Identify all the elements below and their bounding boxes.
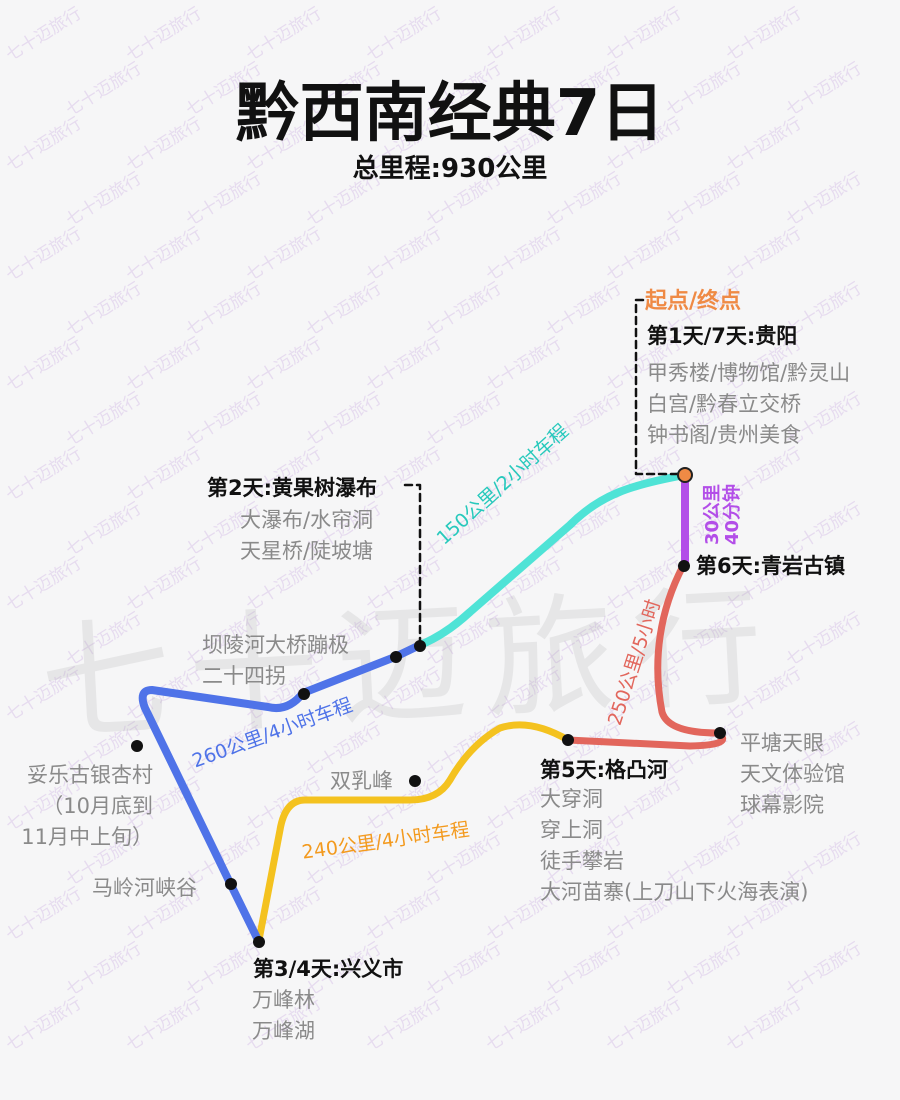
poi: 万峰湖: [252, 1019, 315, 1043]
stop-shuangrufeng-pois: 双乳峰: [330, 769, 393, 793]
route-purple-label: 30公里 40分钟: [702, 483, 743, 545]
route-purple-time: 40分钟: [722, 483, 743, 545]
leader-huangguoshu: [403, 483, 422, 647]
stop-getuhe-day: 第5天:格凸河: [540, 758, 669, 782]
stop-dot-getuhe: [562, 734, 574, 746]
stop-dot-pingtang: [714, 727, 726, 739]
stop-dot-qingyan: [678, 560, 690, 572]
stop-dot-tuolegu: [131, 740, 143, 752]
start-end-dot: [677, 467, 693, 483]
stop-qingyan-day: 第6天:青岩古镇: [696, 554, 846, 578]
poi: （10月底到: [42, 794, 153, 818]
stop-guiyang-pois: 甲秀楼/博物馆/黔灵山 白宫/黔春立交桥 钟书阁/贵州美食: [647, 358, 850, 451]
poi: 万峰林: [252, 988, 315, 1012]
poi: 天文体验馆: [740, 762, 845, 786]
stop-dot-xingyi: [253, 936, 265, 948]
route-cyan: [416, 471, 689, 649]
route-blue: [138, 641, 424, 944]
total-distance: 总里程:930公里: [352, 154, 548, 184]
stop-getuhe-pois: 大穿洞 穿上洞 徒手攀岩 大河苗寨(上刀山下火海表演): [540, 784, 808, 908]
route-yellow: [255, 721, 572, 944]
stop-bolinghe-pois: 坝陵河大桥蹦极 二十四拐: [202, 630, 349, 692]
poi: 大瀑布/水帘洞: [240, 508, 374, 532]
poi: 大穿洞: [540, 787, 603, 811]
start-end-label: 起点/终点: [645, 289, 742, 314]
stop-dot-shuangrufeng: [409, 775, 421, 787]
stop-dot-huangguoshu: [414, 640, 426, 652]
stop-huangguoshu-day: 第2天:黄果树瀑布: [207, 476, 378, 500]
poi: 坝陵河大桥蹦极: [202, 633, 349, 657]
stop-huangguoshu-pois: 大瀑布/水帘洞 天星桥/陡坡塘: [240, 505, 373, 567]
stop-malinghe-pois: 马岭河峡谷: [92, 876, 197, 900]
poi: 白宫/黔春立交桥: [647, 392, 802, 416]
route-purple-distance: 30公里: [702, 483, 723, 545]
poi: 11月中上旬）: [21, 825, 153, 849]
poi: 徒手攀岩: [540, 849, 624, 873]
stop-pingtang-pois: 平塘天眼 天文体验馆 球幕影院: [740, 728, 845, 821]
page-title: 黔西南经典7日: [235, 77, 665, 151]
poi: 穿上洞: [540, 818, 603, 842]
stop-dot-malinghe: [225, 878, 237, 890]
poi: 钟书阁/贵州美食: [647, 423, 802, 447]
stop-xingyi-day: 第3/4天:兴义市: [253, 957, 404, 981]
poi: 妥乐古银杏村: [27, 763, 153, 787]
poi: 大河苗寨(上刀山下火海表演): [540, 880, 809, 904]
stop-tuolegu-pois: 妥乐古银杏村 （10月底到 11月中上旬）: [5, 760, 153, 853]
poi: 球幕影院: [740, 793, 824, 817]
leader-guiyang: [634, 298, 680, 476]
stop-xingyi-pois: 万峰林 万峰湖: [252, 985, 315, 1047]
route-red: [564, 562, 727, 750]
stop-dot-bolinghe: [390, 651, 402, 663]
stop-dot-ershisiguai: [298, 688, 310, 700]
poi: 平塘天眼: [740, 731, 824, 755]
poi: 二十四拐: [202, 664, 286, 688]
poi: 甲秀楼/博物馆/黔灵山: [647, 361, 851, 385]
poi: 天星桥/陡坡塘: [240, 539, 374, 563]
stop-guiyang-day: 第1天/7天:贵阳: [647, 324, 798, 348]
